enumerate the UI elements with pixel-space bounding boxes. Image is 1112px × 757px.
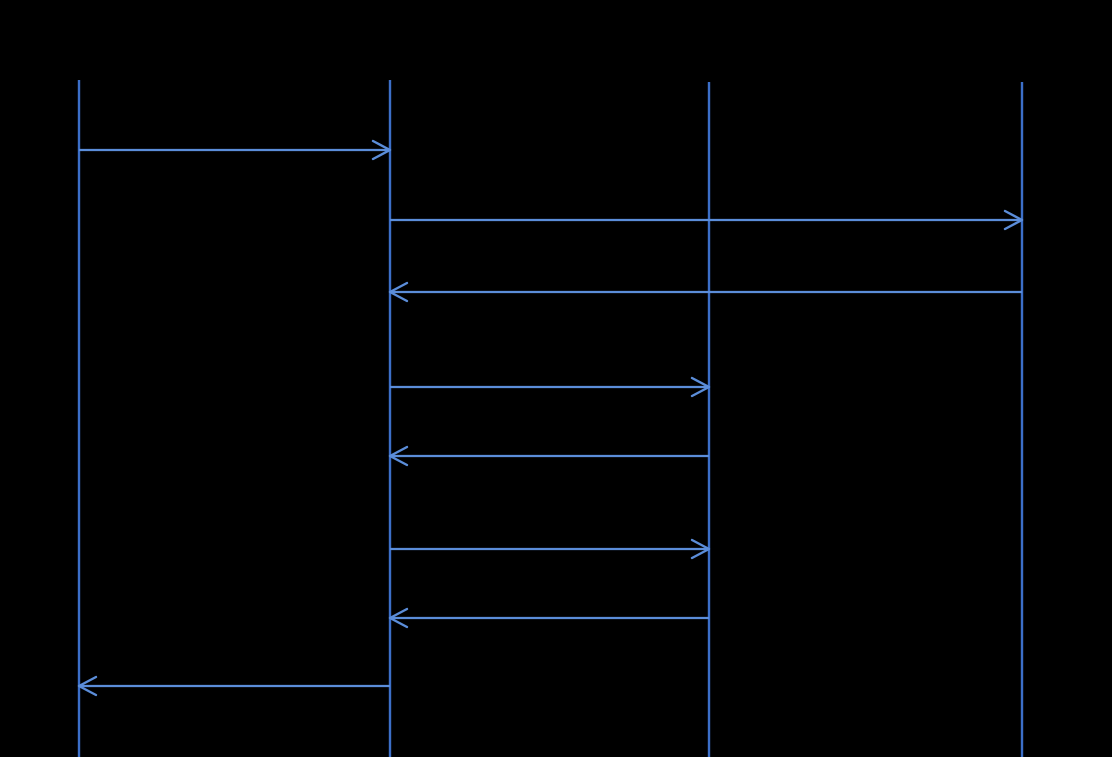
message-7[interactable] — [388, 607, 709, 629]
message-arrowhead-3 — [388, 281, 409, 303]
message-4[interactable] — [390, 376, 711, 398]
message-6[interactable] — [390, 538, 711, 560]
message-arrowhead-7 — [388, 607, 409, 629]
message-2[interactable] — [390, 209, 1024, 231]
message-arrowhead-4 — [690, 376, 711, 398]
participants-layer — [77, 80, 1024, 757]
message-arrowhead-2 — [1003, 209, 1024, 231]
message-arrowhead-6 — [690, 538, 711, 560]
message-3[interactable] — [388, 281, 1022, 303]
message-arrowhead-1 — [371, 139, 392, 161]
message-arrowhead-8 — [77, 675, 98, 697]
message-1[interactable] — [79, 139, 392, 161]
messages-layer — [77, 139, 1024, 697]
message-8[interactable] — [77, 675, 390, 697]
message-5[interactable] — [388, 445, 709, 467]
message-arrowhead-5 — [388, 445, 409, 467]
